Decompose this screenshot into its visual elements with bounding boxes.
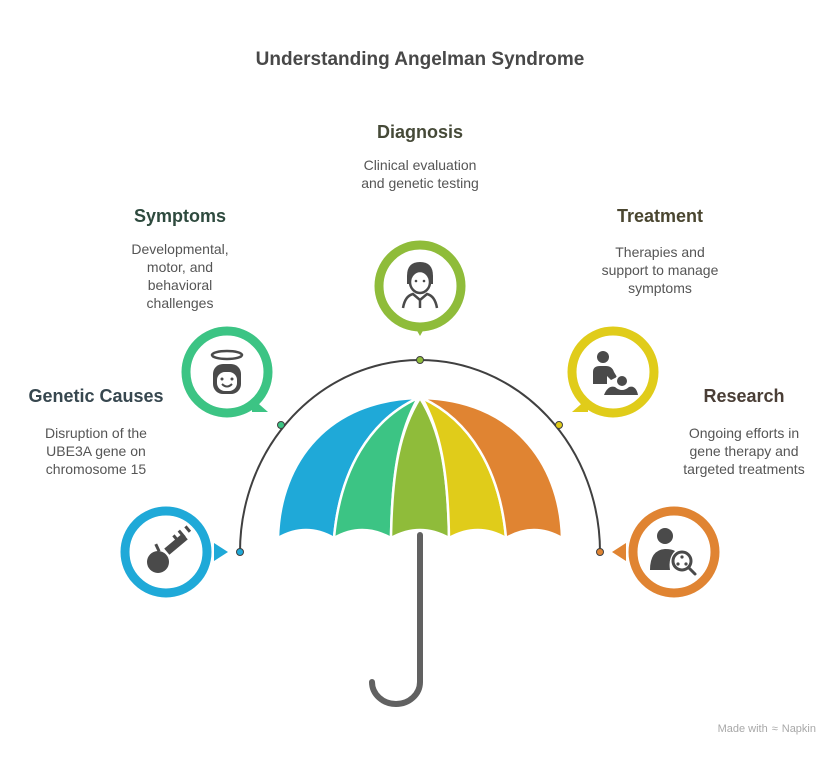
footer-text: Made with bbox=[717, 723, 768, 735]
heading-treatment: Treatment bbox=[616, 206, 704, 226]
connector-dot-treatment bbox=[555, 421, 563, 429]
bubble-diagnosis[interactable] bbox=[374, 240, 466, 336]
heading-research: Research bbox=[703, 386, 785, 406]
description-symptoms: Developmental, motor, and behavioral cha… bbox=[131, 241, 229, 311]
heading-symptoms: Symptoms bbox=[133, 206, 227, 226]
napkin-logo-icon: ≈ bbox=[771, 723, 778, 735]
description-genetic-causes: Disruption of the UBE3A gene on chromoso… bbox=[45, 425, 147, 477]
canopy-panel-orange bbox=[420, 396, 564, 540]
bubble-treatment[interactable] bbox=[567, 326, 659, 418]
umbrella-canopy bbox=[276, 396, 564, 540]
bubble-research[interactable] bbox=[612, 506, 720, 598]
description-research: Ongoing efforts in gene therapy and targ… bbox=[683, 425, 805, 477]
diagram-title: Understanding Angelman Syndrome bbox=[255, 49, 585, 70]
bubble-genetic-causes[interactable] bbox=[120, 506, 228, 598]
syringe-apple-icon bbox=[147, 525, 192, 573]
heading-genetic-causes: Genetic Causes bbox=[28, 386, 164, 406]
connector-dot-genetic-causes bbox=[236, 548, 244, 556]
umbrella-handle bbox=[369, 532, 423, 707]
description-diagnosis: Clinical evaluation and genetic testing bbox=[361, 157, 479, 191]
bubble-symptoms[interactable] bbox=[181, 326, 273, 418]
caregiver-child-icon bbox=[593, 351, 638, 395]
connector-dot-symptoms bbox=[277, 421, 285, 429]
connector-dot-research bbox=[596, 548, 604, 556]
footer-credit: Made with ≈ Napkin bbox=[718, 723, 816, 735]
footer-brand: Napkin bbox=[781, 723, 816, 735]
heading-diagnosis: Diagnosis bbox=[376, 122, 464, 142]
person-search-icon bbox=[650, 528, 697, 576]
doctor-icon bbox=[401, 262, 439, 309]
description-treatment: Therapies and support to manage symptoms bbox=[601, 244, 719, 296]
connector-dot-diagnosis bbox=[416, 356, 424, 364]
angel-face-icon bbox=[210, 349, 244, 394]
